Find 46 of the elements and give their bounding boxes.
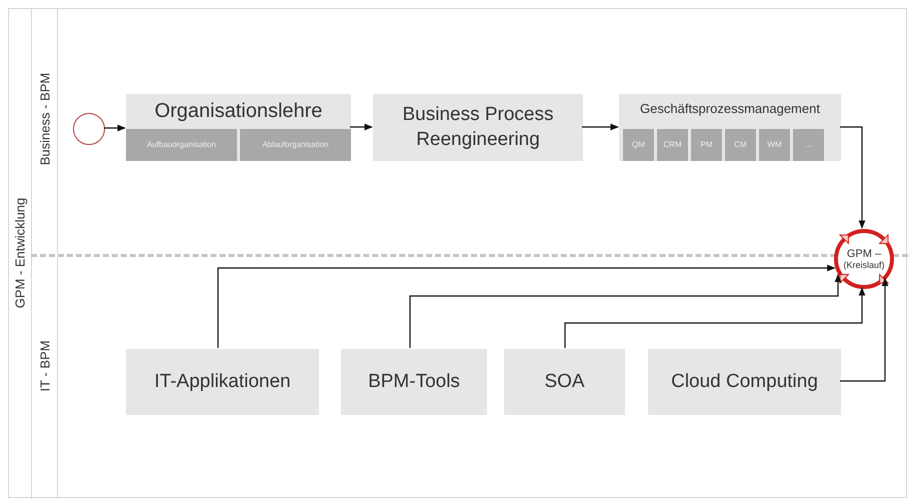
subprocess-box (657, 129, 688, 161)
subprocess-box (793, 129, 824, 161)
process-group-box (126, 94, 351, 161)
box-label: ... (805, 140, 812, 150)
box-label: PM (700, 140, 712, 150)
subprocess-box (691, 129, 722, 161)
start-event-circle (73, 113, 105, 145)
connector-arrow (840, 278, 888, 382)
lane-label: GPM - Entwicklung (12, 198, 28, 308)
subprocess-box (623, 129, 654, 161)
process-box (504, 349, 625, 415)
box-label: Aufbauorganisation (147, 140, 216, 150)
box-label: Business Process Reengineering (401, 102, 554, 152)
group-heading: Geschäftsprozessmanagement (639, 100, 821, 118)
connector-arrow (840, 126, 866, 229)
cycle-subtitle: (Kreislauf) (843, 260, 884, 270)
subprocess-box (759, 129, 790, 161)
cycle-title: GPM – (846, 248, 882, 260)
subprocess-box (240, 129, 351, 161)
process-box (648, 349, 841, 415)
connector-arrow (409, 274, 842, 348)
box-label: IT-Applikationen (154, 370, 291, 394)
box-label: SOA (544, 370, 585, 394)
process-box (373, 94, 583, 161)
subprocess-box (126, 129, 237, 161)
subprocess-box (725, 129, 756, 161)
process-group-box (619, 94, 841, 161)
connector-arrow (350, 124, 373, 130)
box-label: Cloud Computing (671, 370, 818, 394)
box-label: WM (767, 140, 782, 150)
connector-arrow (582, 124, 619, 130)
box-label: QM (632, 140, 645, 150)
process-box (126, 349, 319, 415)
lane-label: Business - BPM (37, 73, 52, 166)
pool (8, 8, 907, 498)
box-label: CM (734, 140, 747, 150)
swimlane (31, 9, 908, 257)
connector-arrow (104, 124, 126, 132)
box-label: BPM-Tools (368, 370, 460, 394)
box-label: Ablauforganisation (262, 140, 329, 150)
process-box (341, 349, 487, 415)
connector-arrow (217, 264, 836, 348)
lane-label: IT - BPM (37, 340, 52, 392)
group-heading: Organisationslehre (154, 99, 324, 124)
connector-arrow (564, 287, 866, 348)
box-label: CRM (663, 140, 682, 150)
